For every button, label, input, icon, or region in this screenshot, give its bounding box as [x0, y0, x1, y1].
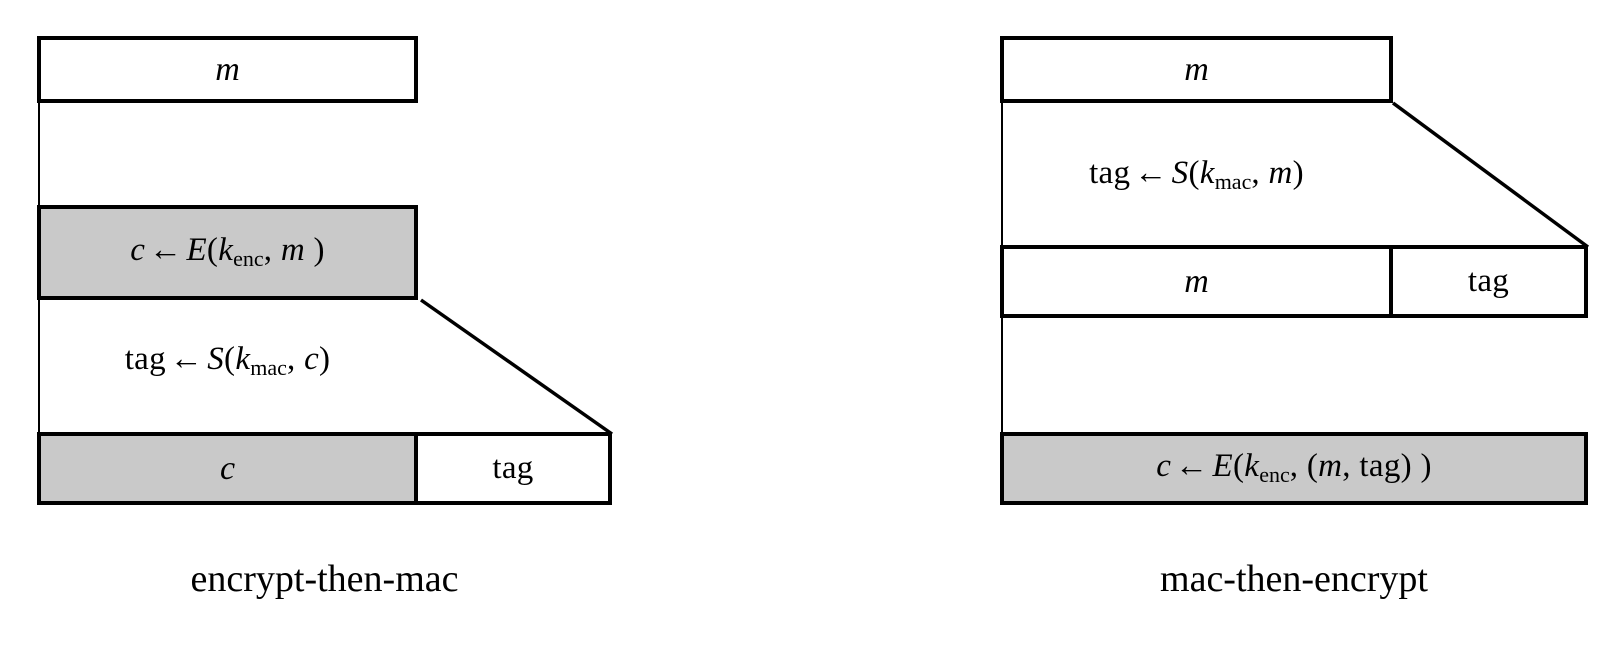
label-m: m [215, 50, 240, 88]
expr-open-paren: ( [1188, 155, 1200, 191]
expr-key: k [1244, 448, 1260, 485]
expression-encrypt-step: c←E(kenc, (m, tag) ) [1156, 448, 1432, 488]
expr-key-subscript: enc [233, 246, 264, 272]
expr-close-paren: ) [1292, 155, 1304, 191]
caption-encrypt-then-mac: encrypt-then-mac [37, 560, 612, 598]
caption-text: encrypt-then-mac [190, 558, 459, 600]
expr-close-paren: ) [304, 232, 325, 269]
expr-function: S [207, 341, 225, 377]
expr-comma: , [1289, 448, 1299, 485]
right-connector-line-upper [1001, 101, 1003, 248]
expression-mac-step: tag←S(kmac, c) [124, 341, 331, 381]
expr-argument: m [280, 232, 305, 269]
expression-encrypt-step: c←E(kenc, m ) [130, 232, 325, 272]
expr-argument: c [304, 341, 320, 377]
expr-function: E [186, 232, 207, 269]
expr-open-paren: ( [206, 232, 219, 269]
expr-key: k [235, 341, 251, 377]
expr-open-paren: ( [1232, 448, 1245, 485]
expr-key-subscript: mac [250, 355, 287, 381]
expr-arg-tag: tag [1359, 448, 1401, 485]
box-plaintext-m: m [37, 36, 418, 103]
label-c: c [219, 449, 236, 487]
expr-key: k [1199, 155, 1215, 191]
expr-arg-comma: , [1342, 448, 1351, 485]
expr-arg-open-paren: ( [1298, 448, 1319, 485]
caption-text: mac-then-encrypt [1160, 558, 1428, 600]
label-tag: tag [1467, 263, 1510, 299]
expr-arrow: ← [149, 232, 183, 269]
expr-key-subscript: enc [1259, 462, 1290, 488]
expr-function: S [1171, 155, 1189, 191]
output-cell-ciphertext: c [41, 436, 418, 501]
expr-close-paren: ) [319, 341, 331, 377]
expr-key: k [218, 232, 234, 269]
message-tag-cell-m: m [1004, 249, 1393, 314]
right-connector-line-lower [1001, 316, 1003, 435]
expression-mac-step: tag←S(kmac, m) [1089, 155, 1304, 195]
box-plaintext-m: m [1000, 36, 1393, 103]
expr-arrow: ← [169, 341, 204, 377]
box-encrypt-step: c←E(kenc, (m, tag) ) [1000, 432, 1588, 505]
expr-close-paren: ) [1411, 448, 1432, 485]
expr-comma: , [286, 341, 296, 377]
box-output-ciphertext-tag: c tag [37, 432, 612, 505]
expr-lhs: tag [124, 341, 166, 377]
expr-function: E [1212, 448, 1233, 485]
expr-arrow: ← [1175, 448, 1209, 485]
expr-lhs: tag [1089, 155, 1131, 191]
label-tag: tag [492, 450, 534, 486]
region-mac-step: tag←S(kmac, c) [37, 343, 418, 379]
expr-argument: m [1268, 155, 1293, 191]
label-m: m [1184, 50, 1209, 88]
expr-arrow: ← [1134, 155, 1168, 191]
label-m: m [1184, 262, 1209, 300]
region-mac-step: tag←S(kmac, m) [1000, 157, 1393, 193]
expr-key-subscript: mac [1214, 169, 1252, 195]
expr-lhs: c [1156, 448, 1172, 485]
expr-lhs: c [130, 232, 146, 269]
expr-open-paren: ( [224, 341, 236, 377]
expr-comma: , [1251, 155, 1260, 191]
diagonal-line [1391, 101, 1590, 249]
expr-comma: , [263, 232, 273, 269]
box-encrypt-step: c←E(kenc, m ) [37, 205, 418, 300]
expr-arg-message: m [1318, 448, 1343, 485]
output-cell-tag: tag [418, 436, 608, 501]
box-message-tag: m tag [1000, 245, 1588, 318]
caption-mac-then-encrypt: mac-then-encrypt [1000, 560, 1588, 598]
expr-arg-close-paren: ) [1400, 448, 1412, 485]
message-tag-cell-tag: tag [1393, 249, 1584, 314]
